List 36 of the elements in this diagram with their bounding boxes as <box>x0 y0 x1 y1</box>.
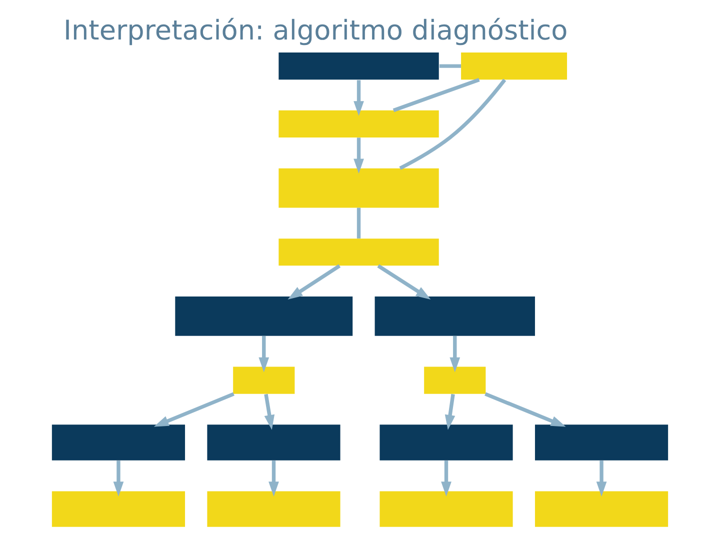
node-box <box>175 296 353 336</box>
arrow <box>154 392 234 427</box>
arrow <box>441 460 452 496</box>
node-box <box>278 110 439 138</box>
node-box <box>207 424 340 460</box>
arrow <box>377 264 431 300</box>
connector <box>392 78 480 112</box>
node-box <box>534 491 668 527</box>
arrow <box>288 264 341 300</box>
arrow <box>444 394 456 430</box>
node-box <box>52 424 186 460</box>
arrow <box>354 80 364 116</box>
node-box <box>424 366 486 394</box>
node-box <box>534 424 668 460</box>
node-box <box>52 491 186 527</box>
node-box <box>461 52 568 80</box>
node-box <box>380 491 513 527</box>
arrow <box>450 336 460 372</box>
node-box <box>233 366 295 394</box>
arrow <box>354 138 364 174</box>
node-box <box>278 168 439 208</box>
connector <box>399 78 506 170</box>
arrow <box>113 460 124 496</box>
node-box <box>374 296 535 336</box>
connector <box>356 208 361 238</box>
arrow <box>258 336 270 372</box>
arrow <box>484 392 566 427</box>
diagram-title: Interpretación: algoritmo diagnóstico <box>64 16 568 47</box>
connector <box>439 64 461 68</box>
arrow <box>268 460 279 496</box>
arrow <box>264 394 275 430</box>
node-box <box>380 424 513 460</box>
node-box <box>207 491 340 527</box>
node-box <box>278 52 439 80</box>
node-box <box>278 238 439 266</box>
arrow <box>596 460 607 496</box>
